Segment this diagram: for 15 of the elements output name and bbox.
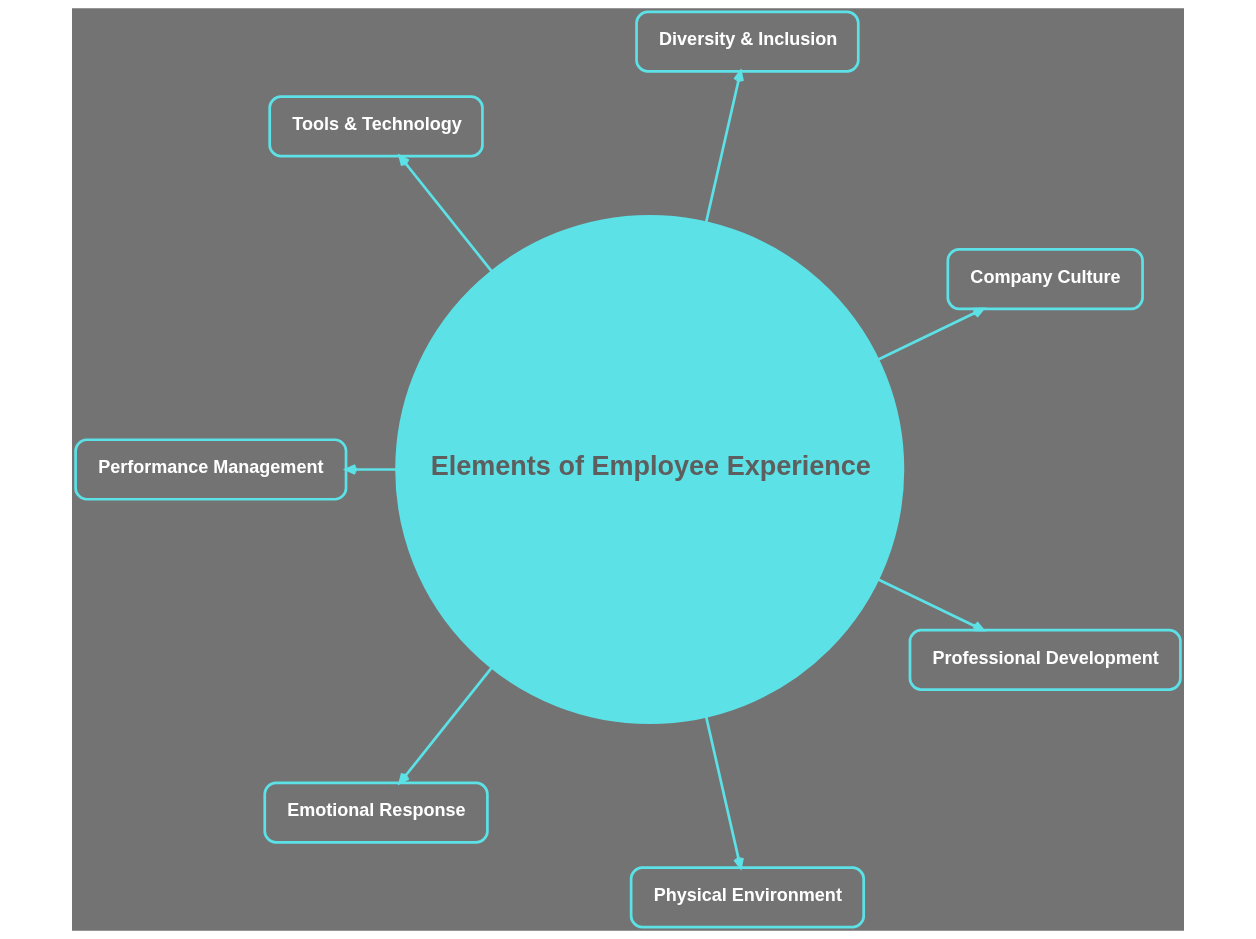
node-box: Emotional Response <box>263 781 489 844</box>
arrow <box>704 715 744 869</box>
arrow <box>877 578 985 632</box>
node-box: Physical Environment <box>629 866 866 929</box>
arrow <box>398 666 493 785</box>
arrow <box>344 464 397 475</box>
node-box: Performance Management <box>74 438 348 501</box>
node-box: Company Culture <box>946 247 1144 311</box>
arrow <box>398 154 493 273</box>
node-box: Tools & Technology <box>268 95 484 158</box>
node-box: Professional Development <box>908 628 1182 692</box>
arrow <box>704 70 744 224</box>
arrow <box>877 307 985 361</box>
node-circle: Elements of Employee Experience <box>395 215 905 724</box>
node-box: Diversity & Inclusion <box>635 10 860 73</box>
